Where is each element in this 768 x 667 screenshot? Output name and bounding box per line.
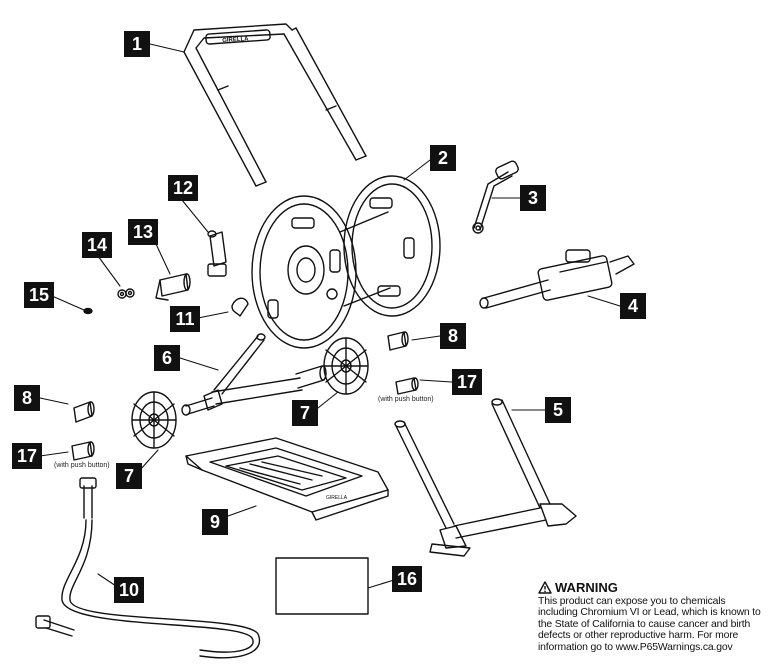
callout-2: 2 [430,145,456,171]
callout-7-left: 7 [116,463,142,489]
warning-title: WARNING [555,580,618,595]
cap-part-left [73,401,95,423]
callout-8-left: 8 [14,385,40,411]
warning-body: This product can expose you to chemicals… [538,596,766,653]
warning-triangle-icon [538,581,552,594]
callout-12: 12 [168,175,198,201]
push-button-note-left: (with push button) [54,462,110,469]
callout-13: 13 [128,219,158,245]
cap-part-right [387,331,409,351]
valve-part [207,230,227,277]
warning-line: information go to www.P65Warnings.ca.gov [538,641,733,653]
callout-11: 11 [170,306,200,332]
reel-drum-part [251,175,441,349]
leader-hose-part [35,477,261,659]
tray-brand-text: GIRELLA [326,495,348,501]
callout-6: 6 [154,345,180,371]
callout-3: 3 [520,185,546,211]
warning-line: defects or other reproductive harm. For … [538,630,739,642]
push-button-cap-left [71,441,95,461]
clip-part [231,297,249,317]
callout-9: 9 [202,509,228,535]
handle-part: GIRELLA [183,23,367,187]
handle-brand-text: GIRELLA [222,36,249,44]
frame-leg-part [394,398,577,557]
callout-16: 16 [392,566,422,592]
warning-title-row: WARNING [538,580,766,595]
elbow-fitting-part [155,273,191,301]
prop65-warning: WARNING This product can expose you to c… [538,580,766,653]
tray-base-part: GIRELLA [185,437,389,521]
callout-17-right: 17 [452,369,482,395]
callout-15: 15 [24,282,54,308]
callout-1: 1 [124,31,150,57]
leader-lines [39,43,621,589]
warning-line: the State of California to cause cancer … [538,618,751,630]
axle-frame-part [181,333,327,416]
callout-17-left: 17 [12,443,42,469]
callout-4: 4 [620,293,646,319]
warning-line: This product can expose you to chemicals [538,596,726,607]
callout-10: 10 [114,577,144,603]
label-part [275,557,369,615]
hose-guide-part [479,249,635,309]
warning-line: including Chromium VI or Lead, which is … [538,607,761,619]
washer-part [117,288,135,299]
callout-5: 5 [545,397,571,423]
o-ring-part [83,307,93,315]
push-button-cap-right [395,377,419,395]
push-button-note-right: (with push button) [378,396,434,403]
callout-7-right: 7 [292,400,318,426]
wheel-part-left [131,391,177,449]
callout-14: 14 [82,232,112,258]
wheel-part-right [323,337,369,395]
crank-part [472,160,519,234]
callout-8-right: 8 [440,323,466,349]
